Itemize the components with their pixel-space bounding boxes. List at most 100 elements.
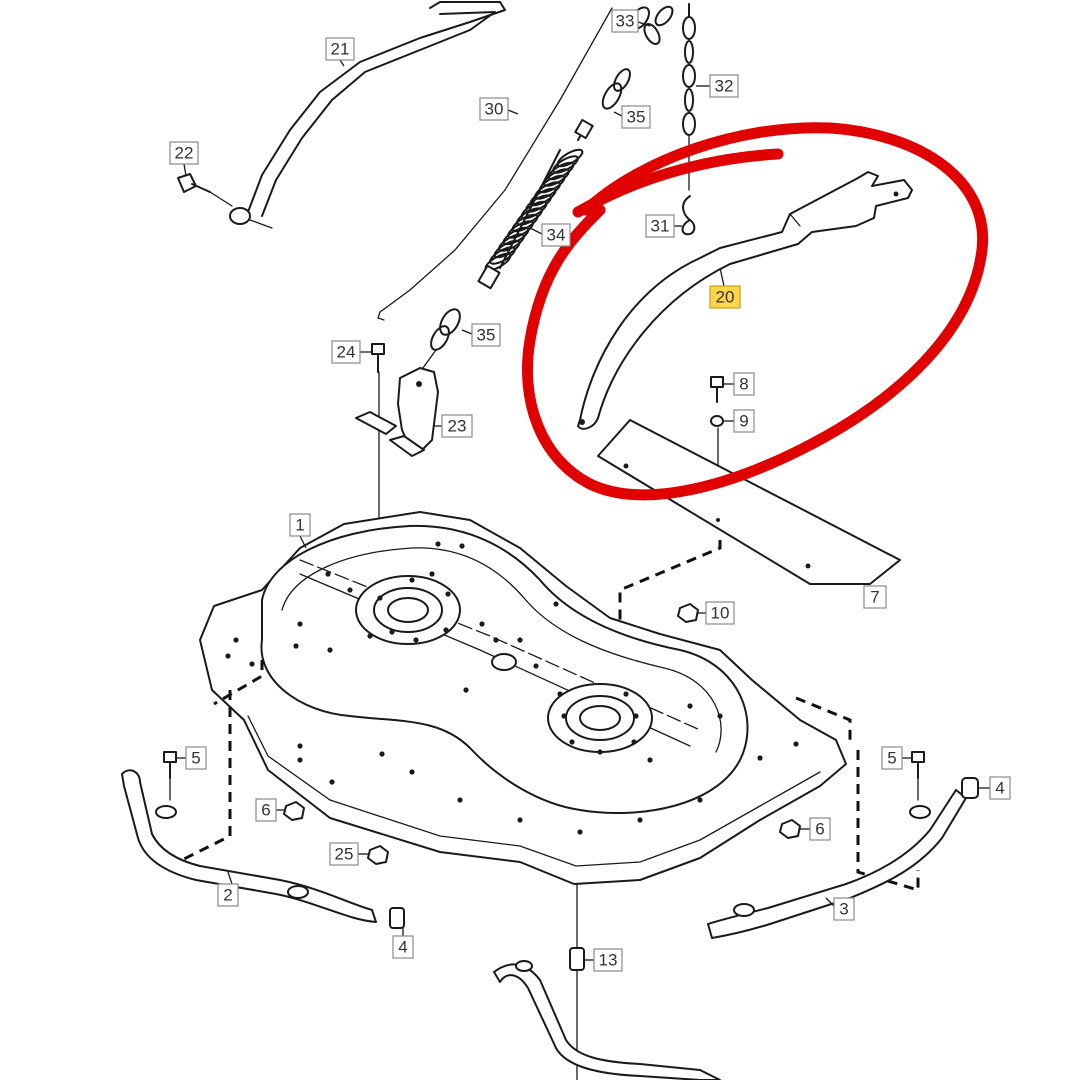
callout-13: 13 bbox=[584, 948, 623, 972]
deck-hole bbox=[597, 749, 603, 755]
svg-text:32: 32 bbox=[715, 77, 734, 96]
svg-text:5: 5 bbox=[887, 749, 896, 768]
deck-hole bbox=[553, 601, 559, 607]
part-4-end-cap-right bbox=[961, 777, 979, 799]
part-31-s-hook bbox=[681, 195, 696, 236]
callout-32: 32 bbox=[696, 74, 739, 98]
callout-labels: 33 32 21 30 35 22 34 31 20 35 24 8 9 23 … bbox=[169, 9, 1011, 972]
part-7-plate bbox=[597, 419, 901, 585]
svg-text:2: 2 bbox=[223, 886, 232, 905]
deck-hole bbox=[445, 591, 451, 597]
callout-1: 1 bbox=[289, 513, 311, 549]
part-2-left-bumper bbox=[121, 769, 377, 923]
deck-hole bbox=[233, 637, 239, 643]
deck-hole bbox=[409, 769, 415, 775]
svg-text:6: 6 bbox=[815, 820, 824, 839]
deck-hole bbox=[457, 797, 463, 803]
part-8-bolt bbox=[710, 376, 724, 403]
callout-31: 31 bbox=[645, 214, 682, 238]
part-1-mower-deck bbox=[199, 511, 847, 885]
callout-25: 25 bbox=[329, 842, 368, 866]
svg-text:6: 6 bbox=[261, 801, 270, 820]
callout-34: 34 bbox=[529, 223, 571, 247]
deck-hole bbox=[633, 713, 639, 719]
deck-hole bbox=[327, 647, 333, 653]
callout-4-right: 4 bbox=[978, 776, 1011, 800]
deck-hole bbox=[637, 817, 643, 823]
svg-text:23: 23 bbox=[448, 417, 467, 436]
deck-hole bbox=[561, 713, 567, 719]
deck-hole bbox=[409, 577, 415, 583]
svg-text:8: 8 bbox=[739, 375, 748, 394]
deck-hole bbox=[717, 713, 723, 719]
deck-hole bbox=[413, 637, 419, 643]
red-annotation bbox=[522, 122, 989, 501]
deck-hole bbox=[623, 691, 629, 697]
deck-hole bbox=[435, 541, 441, 547]
part-5-bolt-left bbox=[163, 751, 177, 801]
callout-10: 10 bbox=[698, 601, 735, 625]
callout-2: 2 bbox=[217, 871, 239, 907]
deck-hole bbox=[325, 571, 331, 577]
part-20-lift-arm bbox=[577, 171, 913, 430]
part-25-nut bbox=[367, 845, 389, 865]
callout-35-upper: 35 bbox=[613, 105, 651, 129]
svg-text:13: 13 bbox=[599, 951, 618, 970]
svg-text:33: 33 bbox=[616, 12, 635, 31]
deck-hole bbox=[517, 637, 523, 643]
callout-7: 7 bbox=[863, 585, 887, 609]
part-35-link-upper bbox=[601, 68, 631, 110]
svg-text:5: 5 bbox=[191, 749, 200, 768]
deck-hole bbox=[297, 621, 303, 627]
deck-hole bbox=[347, 587, 353, 593]
callout-21: 21 bbox=[325, 37, 355, 67]
deck-hole bbox=[463, 687, 469, 693]
svg-text:7: 7 bbox=[870, 588, 879, 607]
deck-hole bbox=[479, 621, 485, 627]
svg-text:25: 25 bbox=[335, 845, 354, 864]
svg-text:1: 1 bbox=[295, 516, 304, 535]
part-22-bolt bbox=[177, 173, 233, 207]
part-30-cable bbox=[377, 7, 613, 321]
part-10-nut bbox=[677, 603, 699, 623]
callout-20: 20 bbox=[709, 267, 741, 309]
deck-hole bbox=[329, 779, 335, 785]
callout-22: 22 bbox=[169, 141, 199, 177]
part-4-end-cap-left bbox=[389, 907, 405, 929]
svg-text:31: 31 bbox=[651, 217, 670, 236]
callout-6-left: 6 bbox=[255, 798, 286, 822]
deck-hole bbox=[577, 829, 583, 835]
deck-hole bbox=[647, 757, 653, 763]
svg-text:4: 4 bbox=[995, 779, 1004, 798]
deck-hole bbox=[533, 663, 539, 669]
deck-hole bbox=[377, 595, 383, 601]
deck-hole bbox=[293, 643, 299, 649]
deck-hole bbox=[569, 739, 575, 745]
part-23-bracket bbox=[355, 367, 439, 457]
callout-30: 30 bbox=[479, 97, 519, 121]
deck-hole bbox=[249, 661, 255, 667]
deck-hole bbox=[697, 797, 703, 803]
svg-text:22: 22 bbox=[175, 144, 194, 163]
part-21-lift-arm bbox=[229, 1, 506, 229]
deck-hole bbox=[517, 817, 523, 823]
callout-4-left: 4 bbox=[392, 928, 414, 959]
deck-hole bbox=[443, 627, 449, 633]
part-35-link-lower bbox=[419, 308, 461, 373]
svg-text:24: 24 bbox=[337, 343, 356, 362]
deck-hole bbox=[297, 757, 303, 763]
deck-hole bbox=[459, 543, 465, 549]
deck-hole bbox=[429, 571, 435, 577]
deck-hole bbox=[367, 633, 373, 639]
deck-hole bbox=[793, 741, 799, 747]
svg-text:30: 30 bbox=[485, 100, 504, 119]
deck-hole bbox=[557, 691, 563, 697]
lower-linkage-arm bbox=[493, 960, 721, 1080]
deck-hole bbox=[757, 755, 763, 761]
deck-hole bbox=[379, 751, 385, 757]
svg-text:21: 21 bbox=[331, 40, 350, 59]
deck-hole bbox=[493, 637, 499, 643]
svg-text:9: 9 bbox=[739, 412, 748, 431]
